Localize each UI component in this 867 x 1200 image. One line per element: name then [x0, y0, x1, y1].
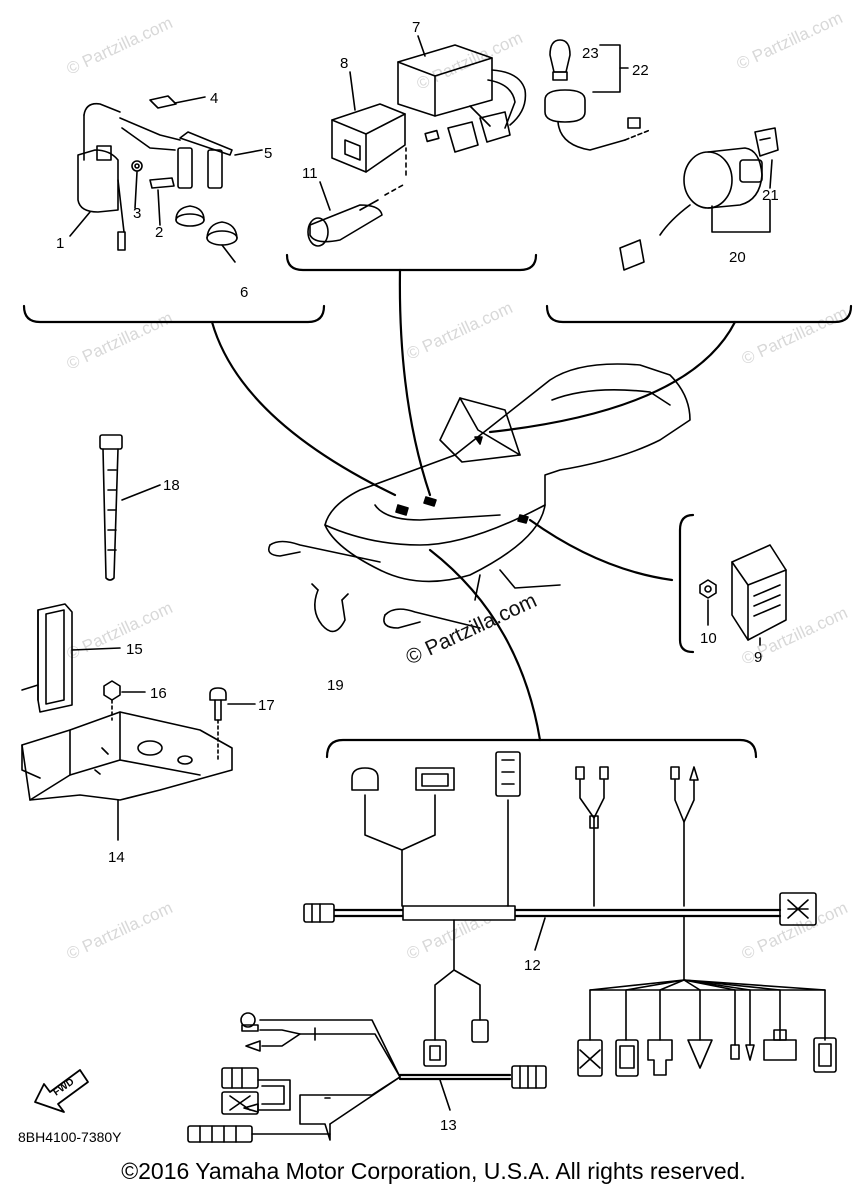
- callout-19: 19: [327, 677, 344, 694]
- fwd-label: FWD: [51, 1076, 76, 1098]
- leader-curve-right-lower: [528, 518, 674, 582]
- callout-16: 16: [150, 685, 167, 702]
- cdi-unit-group: [307, 35, 527, 247]
- callout-11: 11: [302, 165, 318, 182]
- callout-20: 20: [729, 249, 746, 266]
- clamp: [311, 583, 349, 633]
- callout-8: 8: [340, 55, 348, 72]
- leader-curve-center: [398, 268, 432, 497]
- callout-21: 21: [762, 187, 779, 204]
- main-switch-group: [544, 39, 779, 271]
- callout-12: 12: [524, 957, 541, 974]
- callout-labels: 1 2 3 4 5 6 7 8 9 10 11 12 13 14 15 16 1…: [56, 19, 779, 1134]
- svg-text:© Partzilla.com: © Partzilla.com: [64, 13, 176, 79]
- rectifier-group: [678, 513, 787, 654]
- part-code: 8BH4100-7380Y: [18, 1129, 122, 1145]
- callout-17: 17: [258, 697, 275, 714]
- callout-14: 14: [108, 849, 125, 866]
- svg-text:© Partzilla.com: © Partzilla.com: [64, 598, 176, 664]
- callout-23: 23: [582, 45, 599, 62]
- svg-text:© Partzilla.com: © Partzilla.com: [739, 898, 851, 964]
- wire-harness-group: [303, 738, 837, 1077]
- callout-7: 7: [412, 19, 420, 36]
- callout-4: 4: [210, 90, 218, 107]
- callout-18: 18: [163, 477, 180, 494]
- callout-6: 6: [240, 284, 248, 301]
- snowmobile-body: [267, 363, 691, 629]
- ignition-coil-group: [69, 95, 263, 263]
- svg-text:© Partzilla.com: © Partzilla.com: [739, 303, 851, 369]
- top-left-bracket: [22, 304, 326, 324]
- svg-text:© Partzilla.com: © Partzilla.com: [414, 28, 526, 94]
- callout-5: 5: [264, 145, 272, 162]
- leader-curve-left: [210, 320, 397, 497]
- callout-1: 1: [56, 235, 64, 252]
- callout-13: 13: [440, 1117, 457, 1134]
- svg-text:© Partzilla.com: © Partzilla.com: [64, 308, 176, 374]
- callout-9: 9: [754, 649, 762, 666]
- copyright-notice: ©2016 Yamaha Motor Corporation, U.S.A. A…: [121, 1158, 746, 1184]
- callout-2: 2: [155, 224, 163, 241]
- callout-10: 10: [700, 630, 717, 647]
- svg-text:© Partzilla.com: © Partzilla.com: [404, 298, 516, 364]
- svg-text:© Partzilla.com: © Partzilla.com: [64, 898, 176, 964]
- top-center-bracket: [285, 253, 538, 272]
- svg-text:© Partzilla.com: © Partzilla.com: [734, 8, 846, 74]
- top-right-bracket: [545, 304, 853, 324]
- callout-15: 15: [126, 641, 143, 658]
- sub-harness-group: [187, 1012, 547, 1143]
- leader-curve-right: [488, 320, 737, 434]
- leader-curve-harness: [428, 548, 542, 742]
- cable-tie: [99, 434, 161, 581]
- fwd-arrow: [34, 1069, 89, 1113]
- callout-3: 3: [133, 205, 141, 222]
- callout-22: 22: [632, 62, 649, 79]
- mounting-bracket-group: [21, 603, 256, 841]
- watermark-main: © Partzilla.com: [402, 589, 540, 670]
